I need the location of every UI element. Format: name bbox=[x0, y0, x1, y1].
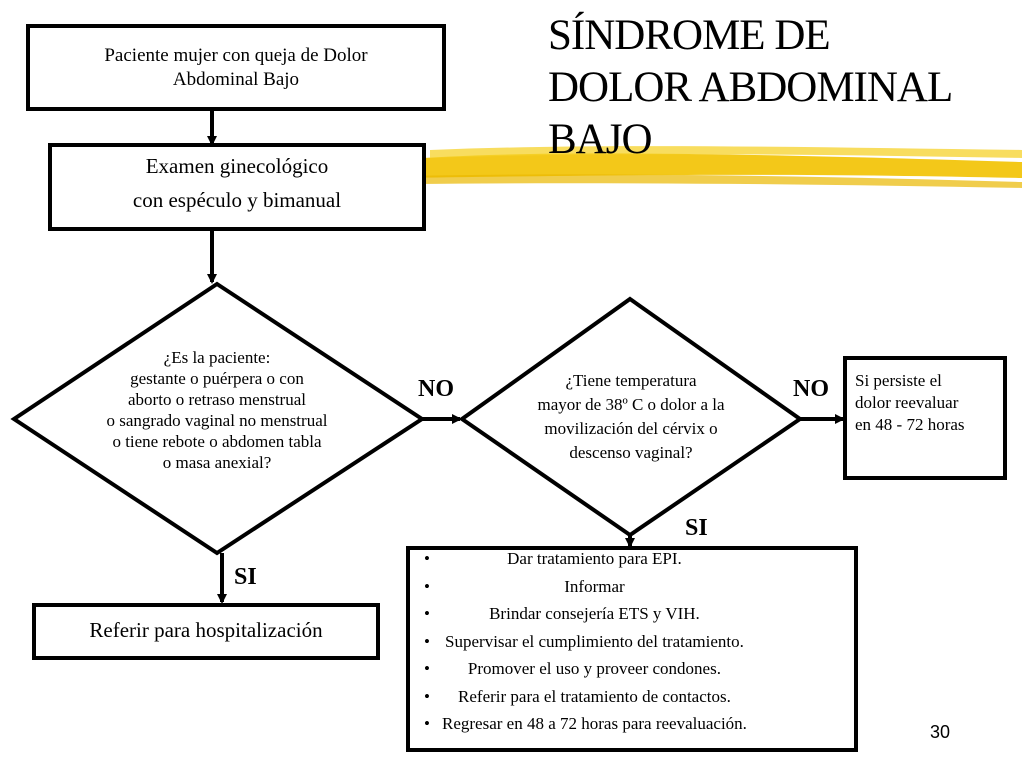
label-si-decision1: SI bbox=[234, 564, 257, 590]
title-line-3: BAJO bbox=[548, 116, 653, 163]
start-line-2: Abdominal Bajo bbox=[172, 68, 300, 90]
hospital-box: Referir para hospitalización bbox=[32, 603, 380, 660]
treatment-box: Dar tratamiento para EPI. Informar Brind… bbox=[406, 545, 858, 752]
decision1-line-3: aborto o retraso menstrual bbox=[128, 390, 306, 409]
decision2-line-2: mayor de 38º C o dolor a la bbox=[537, 395, 725, 414]
decision1-line-2: gestante o puérpera o con bbox=[130, 369, 304, 388]
hospital-text: Referir para hospitalización bbox=[89, 618, 323, 642]
treatment-list: Dar tratamiento para EPI. Informar Brind… bbox=[410, 545, 747, 738]
treatment-item: Dar tratamiento para EPI. bbox=[424, 545, 747, 573]
treatment-item: Brindar consejería ETS y VIH. bbox=[424, 600, 747, 628]
reevaluate-box: Si persiste el dolor reevaluar en 48 - 7… bbox=[843, 356, 1007, 480]
label-si-decision2: SI bbox=[685, 515, 708, 541]
exam-box: Examen ginecológico con espéculo y biman… bbox=[48, 143, 426, 231]
decision1-line-6: o masa anexial? bbox=[162, 453, 272, 472]
decision1-line-1: ¿Es la paciente: bbox=[163, 348, 271, 367]
decision2-line-3: movilización del cérvix o bbox=[544, 419, 718, 438]
decision2-line-4: descenso vaginal? bbox=[569, 443, 693, 462]
treatment-item: Promover el uso y proveer condones. bbox=[424, 655, 747, 683]
slide-title: SÍNDROME DE DOLOR ABDOMINAL BAJO bbox=[548, 10, 1018, 166]
label-no-decision1: NO bbox=[418, 376, 454, 402]
highlight-stroke bbox=[395, 146, 1022, 188]
treatment-item: Referir para el tratamiento de contactos… bbox=[424, 683, 747, 711]
title-line-2: DOLOR ABDOMINAL bbox=[548, 64, 953, 111]
decision2-line-1: ¿Tiene temperatura bbox=[565, 371, 697, 390]
decision1-diamond bbox=[10, 281, 426, 556]
title-line-1: SÍNDROME DE bbox=[548, 12, 831, 59]
start-line-1: Paciente mujer con queja de Dolor bbox=[104, 44, 368, 66]
exam-line-2: con espéculo y bimanual bbox=[132, 188, 342, 212]
reevaluate-line-3: en 48 - 72 horas bbox=[855, 415, 965, 434]
decision2-text: ¿Tiene temperatura mayor de 38º C o dolo… bbox=[500, 369, 762, 465]
reevaluate-line-1: Si persiste el bbox=[855, 371, 942, 390]
label-no-decision2: NO bbox=[793, 376, 829, 402]
treatment-item: Supervisar el cumplimiento del tratamien… bbox=[424, 628, 747, 656]
page-number: 30 bbox=[930, 722, 951, 742]
decision1-line-5: o tiene rebote o abdomen tabla bbox=[112, 432, 322, 451]
decision1-line-4: o sangrado vaginal no menstrual bbox=[106, 411, 328, 430]
treatment-item: Informar bbox=[424, 573, 747, 601]
start-box: Paciente mujer con queja de Dolor Abdomi… bbox=[26, 24, 446, 111]
decision2-diamond bbox=[458, 296, 804, 538]
reevaluate-line-2: dolor reevaluar bbox=[855, 393, 959, 412]
decision1-text: ¿Es la paciente: gestante o puérpera o c… bbox=[57, 347, 377, 473]
exam-line-1: Examen ginecológico bbox=[145, 154, 329, 178]
treatment-item: Regresar en 48 a 72 horas para reevaluac… bbox=[424, 710, 747, 738]
